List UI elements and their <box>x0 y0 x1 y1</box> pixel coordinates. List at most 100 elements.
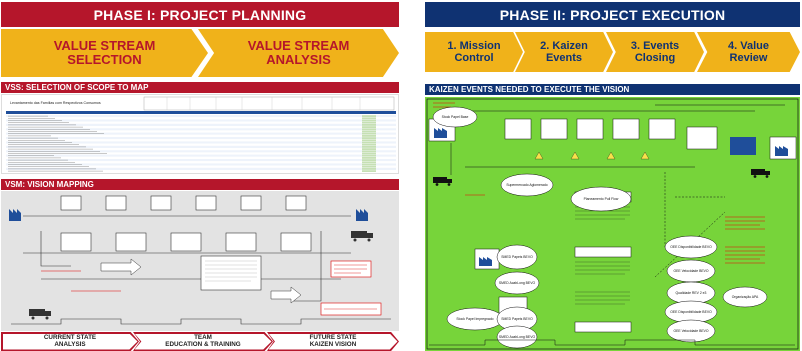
kaizen-timeline <box>429 339 795 346</box>
vss-row-value-cell <box>362 168 376 170</box>
chevron-line: 2. Kaizen <box>540 39 588 52</box>
vsm-push-arrows <box>100 258 302 304</box>
vss-table-row <box>6 148 396 151</box>
vss-heading-text: VSS: SELECTION OF SCOPE TO MAP <box>5 83 149 92</box>
vss-row-value-cell <box>362 163 376 166</box>
vss-table-row <box>6 141 396 144</box>
vss-table-row <box>6 150 396 153</box>
vsm-heading: VSM: VISION MAPPING <box>1 179 399 190</box>
chevron-line: SELECTION <box>67 52 142 67</box>
chevron-line: Control <box>454 52 494 64</box>
kaizen-info-arrows <box>450 104 785 175</box>
kaizen-burst <box>570 186 632 212</box>
chevron-value-stream-selection: VALUE STREAM SELECTION <box>1 29 208 77</box>
vss-table-row <box>6 134 396 137</box>
chevron-value-stream-analysis: VALUE STREAM ANALYSIS <box>198 29 399 77</box>
vsm-flow-arrows <box>23 215 351 302</box>
kaizen-burst <box>664 235 718 259</box>
vss-header-cells <box>166 97 361 110</box>
vss-row-value-cell <box>362 132 376 135</box>
vss-table-row <box>6 130 396 133</box>
step-line: FUTURE STATE <box>309 333 357 341</box>
kaizen-burst-label: OEE Velocidade BEVO <box>673 269 708 273</box>
vss-table-row <box>6 121 396 124</box>
chevron-line: 1. Mission <box>447 39 501 52</box>
kaizen-burst-label: SMED AcabLong BEVO <box>499 335 536 339</box>
vss-row-value-cell <box>362 157 376 159</box>
kaizen-burst <box>500 173 554 197</box>
kaizen-heading-text: KAIZEN EVENTS NEEDED TO EXECUTE THE VISI… <box>429 85 630 94</box>
kaizen-burst-label: OEE Velocidade BEVO <box>673 329 708 333</box>
kaizen-burst <box>432 106 478 128</box>
vss-table-row <box>6 167 396 170</box>
vss-table-row <box>6 156 396 159</box>
vss-row-value-cell <box>362 143 376 146</box>
vss-table-row <box>6 159 396 162</box>
vsm-map-graphic <box>1 191 399 331</box>
vss-row-value-cell <box>362 141 376 144</box>
vss-row-value-cell <box>362 154 376 157</box>
kaizen-burst-label: Supermercado Aglomerado <box>506 183 547 187</box>
vss-row-value-cell <box>362 124 376 126</box>
factory-icon <box>9 209 368 221</box>
kaizen-process-boxes <box>504 118 718 150</box>
kaizen-burst-label: SMED AcabLong BEVO <box>499 281 536 285</box>
vss-row-value-cell <box>362 135 376 137</box>
kaizen-burst-label: Planeamento Pull Flow <box>584 197 619 201</box>
kaizen-burst <box>494 271 540 295</box>
vss-row-value-cell <box>362 170 376 172</box>
phase-one-banner: PHASE I: PROJECT PLANNING <box>1 2 399 27</box>
vss-row-value-cell <box>362 152 376 155</box>
vsm-process-boxes <box>60 195 307 211</box>
step-line: KAIZEN VISION <box>309 340 357 348</box>
chevron-line: 3. Events <box>630 39 680 52</box>
vss-table-row <box>6 128 396 131</box>
chevron-line: ANALYSIS <box>266 52 331 67</box>
kaizen-burst-label: SMED Papeis BEVO <box>501 255 533 259</box>
vss-table-row <box>6 170 396 173</box>
vss-row-value-cell <box>362 137 376 139</box>
vsm-heading-text: VSM: VISION MAPPING <box>5 180 94 189</box>
phase-two-title: PHASE II: PROJECT EXECUTION <box>499 6 726 23</box>
kaizen-red-notes <box>433 102 765 264</box>
vss-table-title: Levantamento das Famílias com Respectivo… <box>10 101 101 105</box>
vss-table-row <box>6 119 396 122</box>
chevron-line: Review <box>729 52 768 64</box>
chevron-line: 4. Value <box>728 39 769 52</box>
vss-row-value-cell <box>362 128 376 131</box>
vss-row-value-cell <box>362 126 376 128</box>
vsm-vision-map <box>1 191 399 331</box>
kaizen-burst-label: Stock Papel Impregnado <box>456 317 493 321</box>
vss-row-value-cell <box>362 165 376 168</box>
phase-one-title: PHASE I: PROJECT PLANNING <box>93 6 307 23</box>
vss-table-row <box>6 154 396 157</box>
vss-table-row <box>6 161 396 164</box>
vsm-red-notes <box>41 260 382 316</box>
phase-one-chevrons: VALUE STREAM SELECTION VALUE STREAM ANAL… <box>1 29 399 77</box>
vss-row-value-cell <box>362 139 376 142</box>
vss-table-row <box>6 115 396 118</box>
vss-table-row <box>6 152 396 155</box>
vss-spreadsheet: Levantamento das Famílias com Respectivo… <box>1 94 399 174</box>
vss-row-value-cell <box>362 146 376 148</box>
vss-spreadsheet-graphic: Levantamento das Famílias com Respectivo… <box>6 96 396 173</box>
kaizen-burst <box>496 325 538 349</box>
vss-table-rows <box>6 115 396 173</box>
step-line: EDUCATION & TRAINING <box>165 340 241 348</box>
kaizen-burst-label: Qualidade REV 2 e3 <box>676 291 707 295</box>
kaizen-burst-label: Organização APA <box>732 295 759 299</box>
vss-heading: VSS: SELECTION OF SCOPE TO MAP <box>1 82 399 93</box>
kaizen-burst-label: OEE Disponibilidade BEVO <box>670 245 712 249</box>
vss-row-value-cell <box>362 159 376 161</box>
